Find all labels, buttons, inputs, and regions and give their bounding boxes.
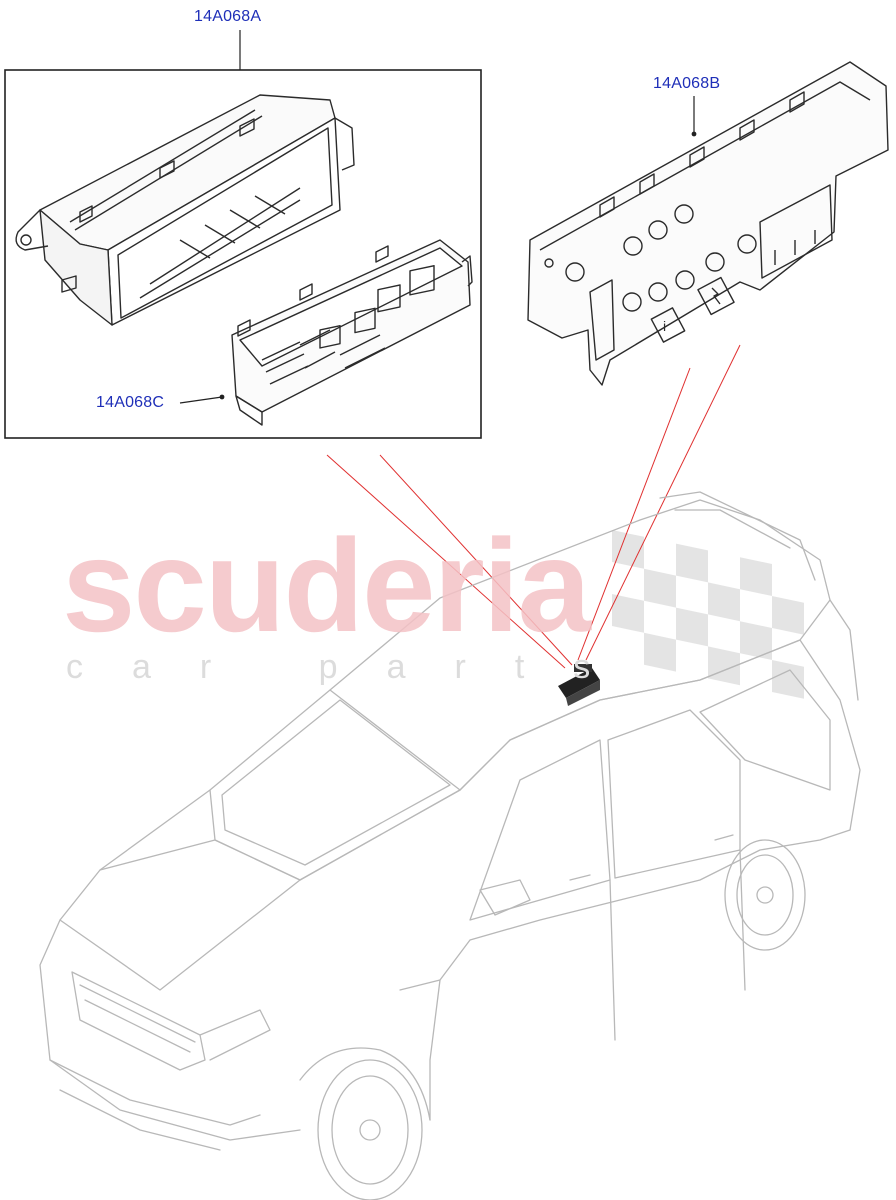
detail-frame bbox=[4, 69, 482, 439]
watermark-subtitle: car parts bbox=[66, 648, 640, 686]
leader-line-c bbox=[179, 396, 223, 404]
leader-dot-c bbox=[219, 394, 225, 400]
callout-14a068c[interactable]: 14A068C bbox=[96, 394, 165, 411]
callout-14a068b[interactable]: 14A068B bbox=[653, 75, 721, 92]
fuse-panel-plate: i bbox=[527, 61, 889, 386]
leader-dot-b bbox=[691, 131, 697, 137]
fuse-box-body bbox=[231, 239, 473, 426]
checkered-flag-watermark bbox=[612, 530, 804, 699]
fuse-box-cover bbox=[15, 94, 355, 326]
location-leaders bbox=[326, 344, 741, 669]
vehicle-outline bbox=[39, 491, 861, 1200]
fuse-box-location-marker bbox=[558, 664, 600, 706]
callout-14a068a[interactable]: 14A068A bbox=[194, 8, 262, 25]
svg-text:i: i bbox=[663, 318, 666, 334]
watermark-brand: scuderia bbox=[62, 512, 591, 659]
